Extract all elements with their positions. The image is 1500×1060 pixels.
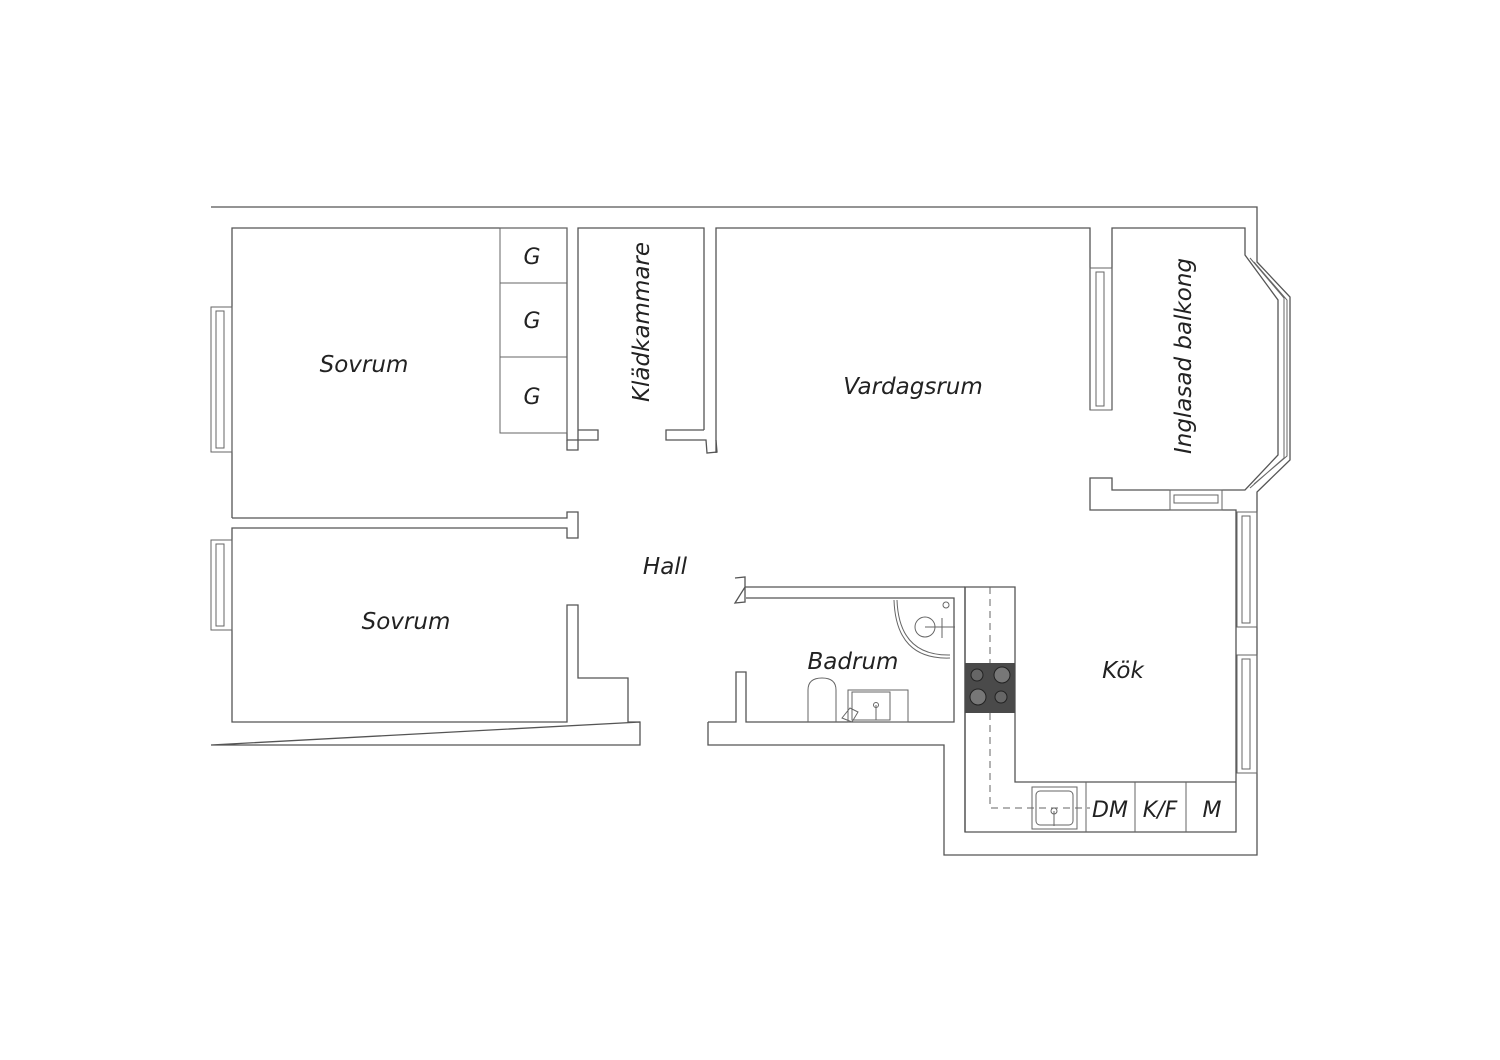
counter-edge-line — [989, 587, 1090, 809]
windows — [210, 267, 1258, 774]
closet-label: G — [523, 245, 540, 270]
room-label-badrum: Badrum — [808, 649, 899, 675]
bay-window — [1249, 257, 1288, 489]
room-label-hall: Hall — [643, 554, 688, 580]
microwave-label: M — [1203, 798, 1222, 823]
stove-icon — [965, 663, 1015, 713]
room-label-vardagsrum: Vardagsrum — [843, 374, 983, 400]
closets: G G G — [499, 227, 568, 434]
dishwasher-label: DM — [1092, 798, 1128, 823]
kitchen-sink-icon — [1031, 786, 1078, 830]
closet-label: G — [523, 309, 540, 334]
room-label-kladkammare: Klädkammare — [629, 242, 655, 402]
badrum-walls — [708, 576, 966, 832]
toilet-icon — [807, 677, 837, 722]
shower-icon — [893, 599, 955, 659]
kitchen-units: DM K/F M — [1085, 782, 1222, 832]
closet-label: G — [523, 385, 540, 410]
room-label-inglasad-balkong: Inglasad balkong — [1171, 258, 1197, 454]
bathroom-sink-icon — [841, 689, 909, 723]
room-label-sovrum-1: Sovrum — [320, 352, 409, 378]
room-label-sovrum-2: Sovrum — [362, 609, 451, 635]
room-label-kok: Kök — [1102, 658, 1145, 684]
outer-wall — [210, 206, 1291, 856]
fridge-freezer-label: K/F — [1143, 798, 1178, 823]
inner-wall-line — [231, 227, 1279, 833]
kladkammare-door-stubs — [566, 429, 718, 454]
